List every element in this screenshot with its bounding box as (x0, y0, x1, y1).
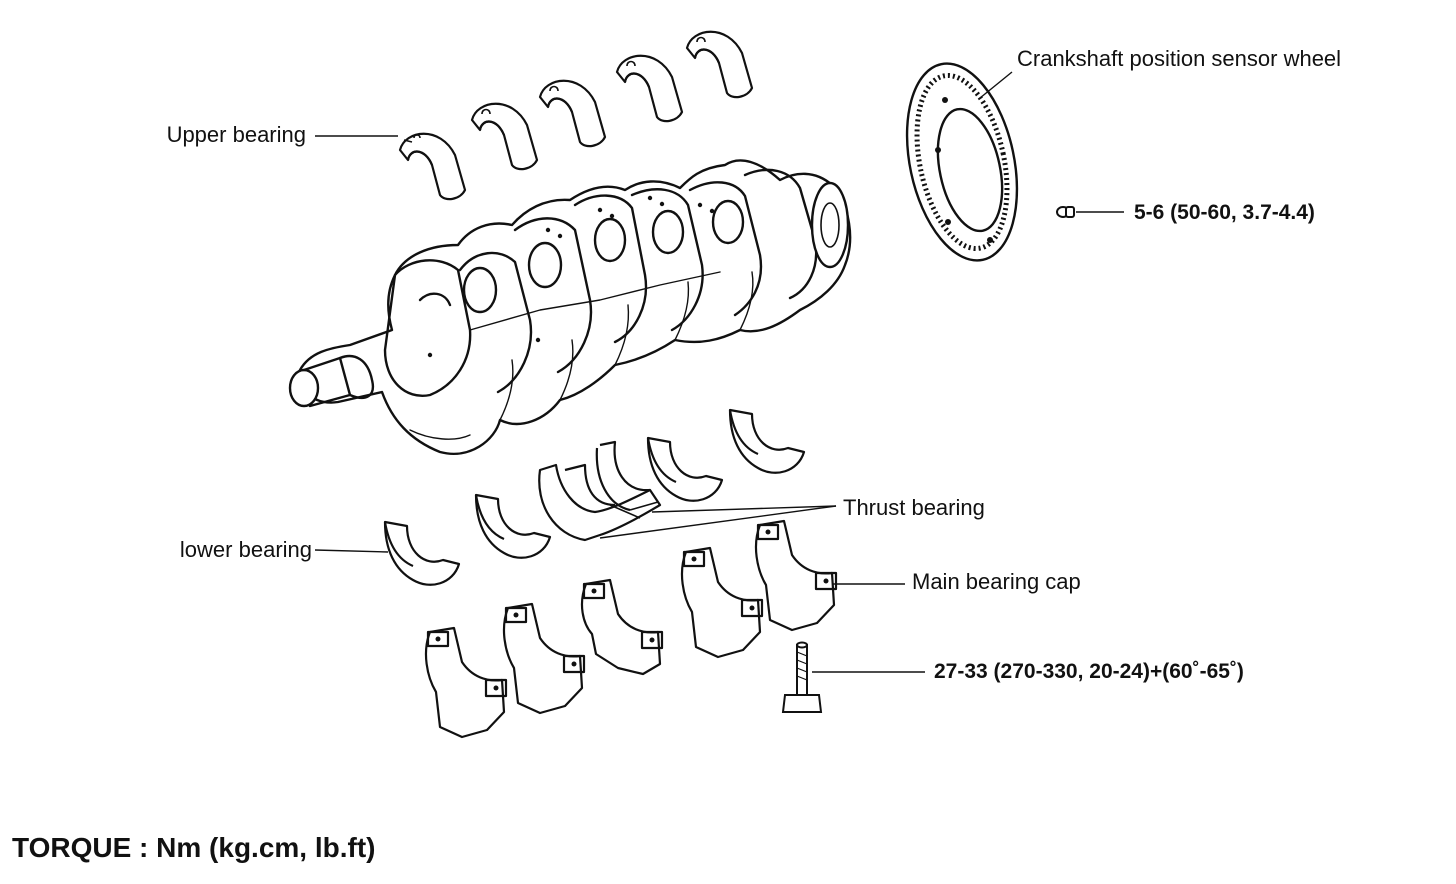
upper-bearing-1 (400, 134, 465, 199)
label-main-bearing-cap: Main bearing cap (912, 569, 1081, 594)
thrust-bearing (539, 442, 660, 540)
sensor-wheel-bolt (1057, 207, 1074, 217)
crankshaft (290, 160, 850, 453)
label-thrust-bearing: Thrust bearing (843, 495, 985, 520)
upper-bearing-4 (617, 56, 682, 121)
lower-bearing-3 (648, 438, 722, 501)
main-bearing-cap-bolt (783, 643, 821, 713)
label-sensor-wheel-torque: 5-6 (50-60, 3.7-4.4) (1134, 201, 1315, 224)
main-bearing-cap-2 (504, 604, 584, 713)
main-bearing-cap-row (426, 521, 836, 737)
main-bearing-cap-1 (426, 628, 506, 737)
lower-bearing-4 (730, 410, 804, 473)
label-upper-bearing: Upper bearing (167, 122, 306, 147)
lower-bearing-1 (385, 522, 459, 585)
label-cap-bolt-torque: 27-33 (270-330, 20-24)+(60˚-65˚) (934, 660, 1244, 683)
main-bearing-cap-4 (682, 548, 762, 657)
main-bearing-cap-5 (756, 521, 836, 630)
main-bearing-cap-3 (582, 580, 662, 674)
lower-bearing-row (385, 410, 804, 585)
label-lower-bearing: lower bearing (180, 537, 312, 562)
lower-bearing-2 (476, 495, 550, 558)
upper-bearing-3 (540, 81, 605, 146)
crankshaft-position-sensor-wheel (890, 53, 1033, 270)
leader-lines (314, 71, 1124, 673)
leader-thrust-bearing-b (599, 505, 837, 539)
upper-bearing-2 (472, 104, 537, 169)
leader-lower-bearing (314, 549, 389, 553)
torque-units-footer: TORQUE : Nm (kg.cm, lb.ft) (12, 832, 376, 863)
leader-thrust-bearing-a (651, 505, 837, 513)
upper-bearing-5 (687, 32, 752, 97)
label-sensor-wheel: Crankshaft position sensor wheel (1017, 46, 1341, 71)
leader-sensor-wheel (979, 71, 1013, 99)
upper-bearing-row (400, 32, 752, 199)
